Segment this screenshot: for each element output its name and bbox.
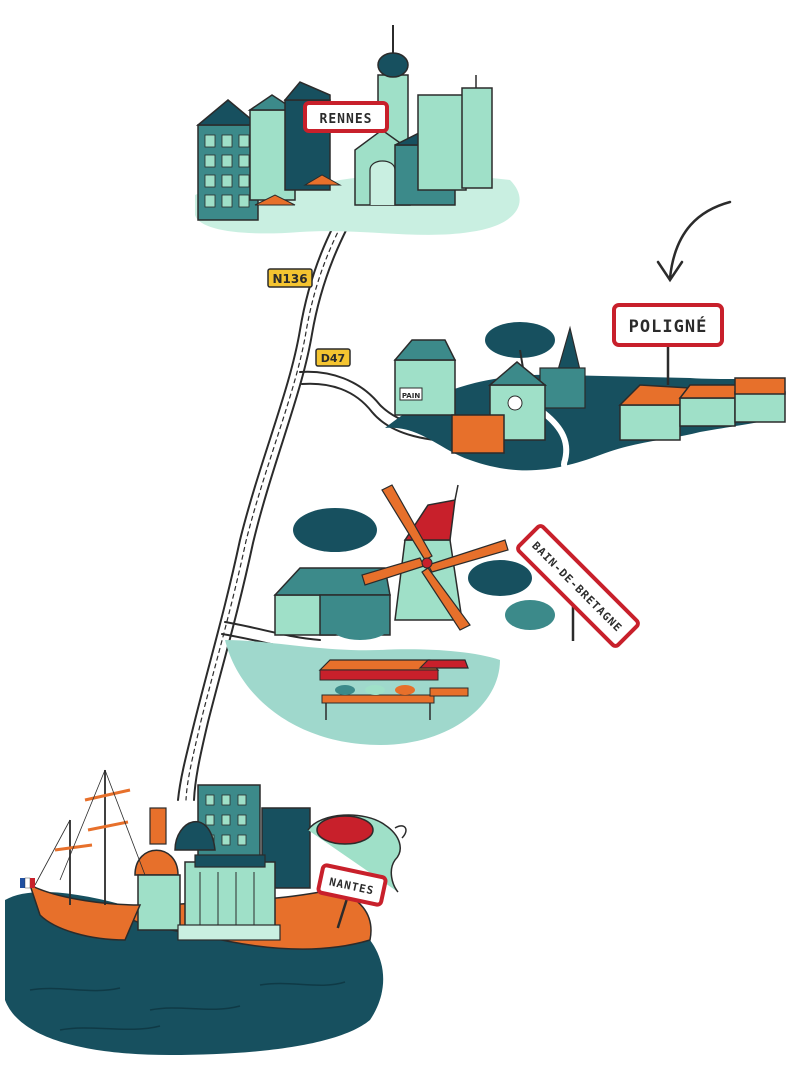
poligne-village: PAIN — [385, 322, 786, 477]
main-road-edge — [193, 199, 363, 801]
bain-de-bretagne-village — [225, 484, 555, 745]
rennes-sign-label: RENNES — [320, 112, 373, 127]
bakery-sign-label: PAIN — [402, 392, 421, 400]
poligne-sign-label: POLIGNÉ — [629, 315, 708, 337]
rennes-town — [195, 25, 520, 235]
rennes-sign: RENNES — [303, 101, 389, 133]
road-sign-d47-label: D47 — [321, 352, 345, 365]
nantes-sign: NANTES — [316, 863, 388, 929]
main-road-centerline — [185, 197, 357, 801]
poligne-sign: POLIGNÉ — [612, 303, 724, 385]
road-sign-n136: N136 — [267, 268, 313, 288]
nantes-city — [5, 769, 407, 1055]
poligne-arrow — [656, 200, 732, 283]
road-sign-d47: D47 — [315, 348, 351, 367]
bain-de-bretagne-sign: BAIN-DE-BRETAGNE — [516, 524, 640, 648]
road-sign-n136-label: N136 — [272, 272, 307, 286]
